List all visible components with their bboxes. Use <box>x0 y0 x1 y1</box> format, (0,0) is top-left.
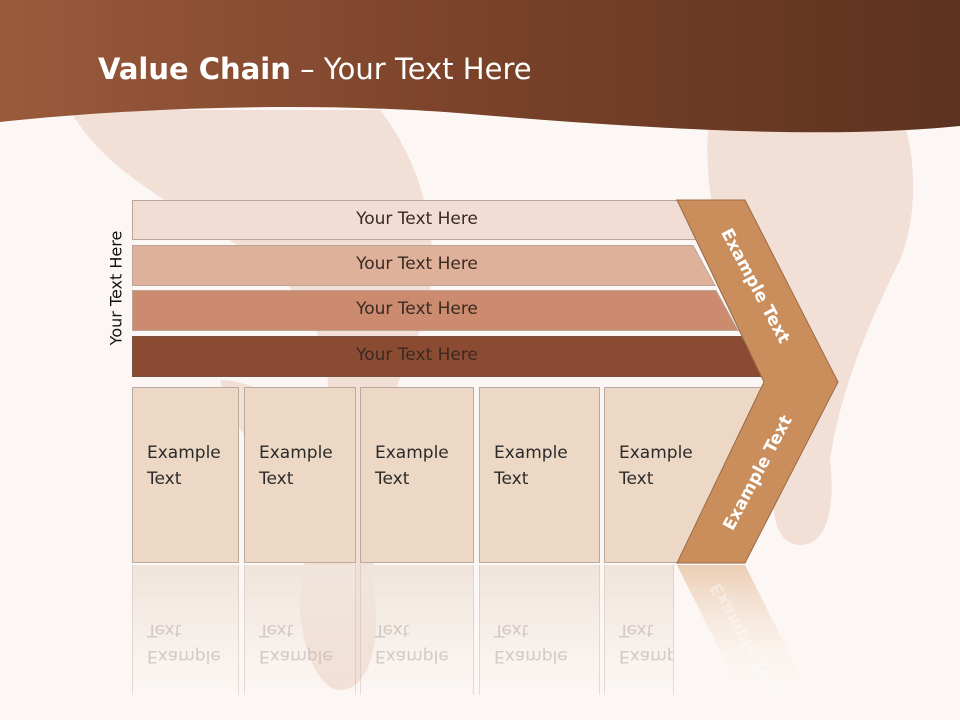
box-2-line2: Text <box>259 469 294 489</box>
slide-title: Value Chain – Your Text Here <box>98 52 532 86</box>
box-3-line2: Text <box>375 469 410 489</box>
box-4-line1: Example <box>494 443 568 463</box>
box-1-line1: Example <box>147 443 221 463</box>
bar-4-label: Your Text Here <box>356 345 478 365</box>
box-2-line1: Example <box>259 443 333 463</box>
box-4-line2: Text <box>494 469 529 489</box>
box-5-line1: Example <box>619 443 693 463</box>
bar-3-label: Your Text Here <box>356 299 478 319</box>
header-band <box>0 0 960 133</box>
bar-2-label: Your Text Here <box>356 254 478 274</box>
box-3-line1: Example <box>375 443 449 463</box>
box-1-line2: Text <box>147 469 182 489</box>
box-5-line2: Text <box>619 469 654 489</box>
bar-1-label: Your Text Here <box>356 209 478 229</box>
